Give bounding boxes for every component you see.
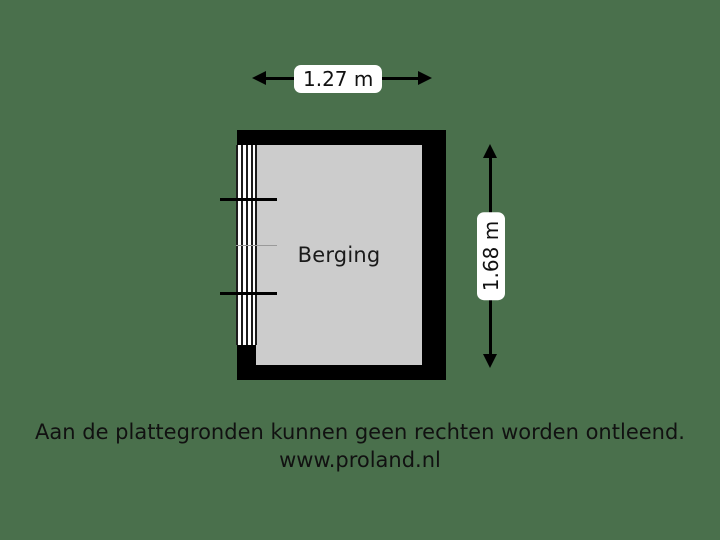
swing-line-middle (236, 245, 277, 246)
arrow-down-icon (483, 354, 497, 368)
room-label-berging: Berging (297, 243, 381, 267)
floorplan-drawing: Berging (236, 130, 446, 380)
room-interior-berging (256, 145, 422, 365)
footer-disclaimer: Aan de plattegronden kunnen geen rechten… (35, 420, 685, 444)
arrow-right-icon (418, 71, 432, 85)
dimension-height-label: 1.68 m (477, 211, 505, 301)
footer: Aan de plattegronden kunnen geen rechten… (0, 418, 720, 474)
dimension-width-label: 1.27 m (294, 65, 383, 93)
dimension-height: 1.68 m (477, 144, 505, 368)
dimension-width: 1.27 m (252, 65, 432, 93)
swing-line-top (220, 198, 277, 201)
swing-line-bottom (220, 292, 277, 295)
footer-website: www.proland.nl (279, 448, 441, 472)
